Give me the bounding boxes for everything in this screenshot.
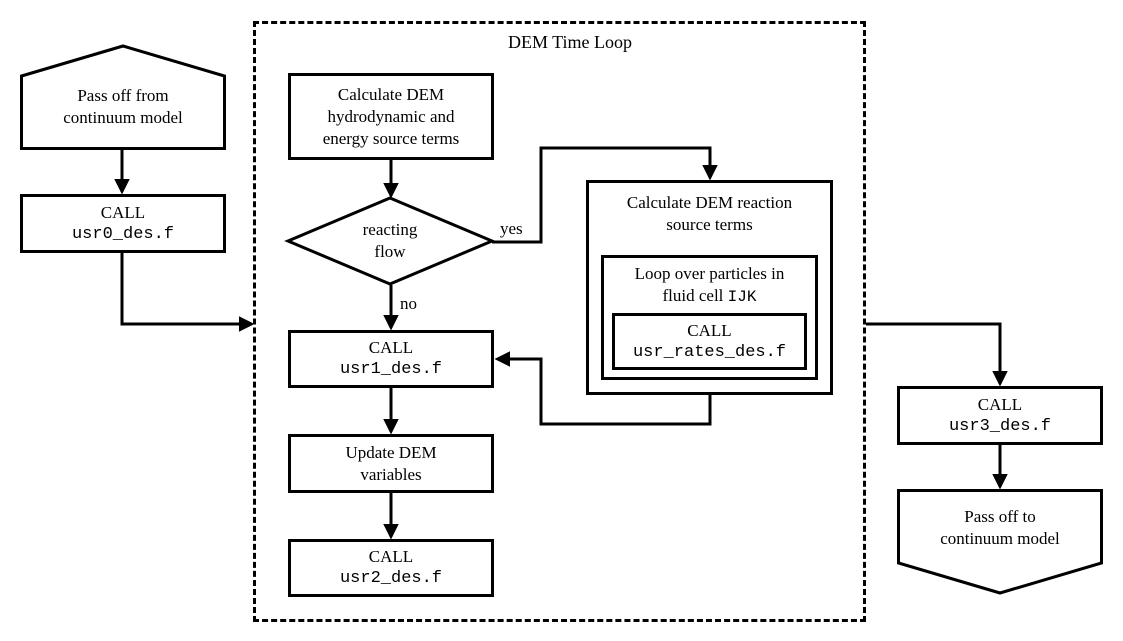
node-calc-dem-sources-line2: hydrodynamic and xyxy=(327,106,455,126)
node-call-usr1-line2: usr1_des.f xyxy=(339,360,443,379)
edge-label-yes: yes xyxy=(500,219,523,238)
node-update-dem-line2: variables xyxy=(360,464,422,484)
node-pass-off-to: Pass off to continuum model xyxy=(897,489,1103,567)
edge-loop-to-usr3 xyxy=(866,322,1008,387)
node-call-usr0-line2: usr0_des.f xyxy=(71,224,175,244)
node-calc-reaction-sources-line2: source terms xyxy=(666,215,753,234)
node-call-usr2: CALL usr2_des.f xyxy=(288,539,494,597)
edge-label-no: no xyxy=(400,294,417,313)
node-reacting-flow-line2: flow xyxy=(374,242,406,261)
node-call-usr1-line1: CALL xyxy=(368,338,414,357)
node-reacting-flow: reacting flow xyxy=(286,196,494,286)
node-pass-off-from-shape xyxy=(20,44,226,150)
node-pass-off-from-line1: Pass off from xyxy=(77,86,169,105)
edge-usr0-to-loop xyxy=(120,253,255,332)
node-pass-off-to-line1: Pass off to xyxy=(964,507,1036,526)
node-loop-over-particles-line2-prefix: fluid cell xyxy=(662,286,728,305)
node-calc-dem-sources-line1: Calculate DEM xyxy=(337,84,445,104)
node-reacting-flow-shape xyxy=(284,196,496,286)
node-reacting-flow-line1: reacting xyxy=(362,220,418,239)
dem-time-loop-region xyxy=(253,21,866,622)
node-call-usr-rates-line1: CALL xyxy=(687,320,732,340)
node-call-usr3-line2: usr3_des.f xyxy=(948,416,1052,436)
node-call-usr3-line1: CALL xyxy=(977,394,1023,414)
dem-time-loop-title: DEM Time Loop xyxy=(507,32,633,52)
node-call-usr2-line1: CALL xyxy=(368,547,414,566)
node-call-usr0-line1: CALL xyxy=(100,202,146,222)
node-pass-off-from: Pass off from continuum model xyxy=(20,64,226,150)
node-call-usr3: CALL usr3_des.f xyxy=(897,386,1103,445)
node-calc-dem-sources-line3: energy source terms xyxy=(322,128,460,148)
node-calc-dem-sources: Calculate DEM hydrodynamic and energy so… xyxy=(288,73,494,160)
node-call-usr1: CALL usr1_des.f xyxy=(288,330,494,388)
node-pass-off-to-line2: continuum model xyxy=(940,529,1060,548)
node-loop-over-particles-ijk-token: IJK xyxy=(727,288,757,306)
node-update-dem-line1: Update DEM xyxy=(345,442,437,462)
node-loop-over-particles-line1: Loop over particles in xyxy=(634,264,785,283)
node-call-usr2-line2: usr2_des.f xyxy=(339,569,443,588)
node-update-dem: Update DEM variables xyxy=(288,434,494,493)
node-pass-off-to-shape xyxy=(897,489,1103,595)
node-call-usr-rates: CALL usr_rates_des.f xyxy=(612,313,807,370)
node-call-usr-rates-line2: usr_rates_des.f xyxy=(632,342,787,362)
node-loop-over-particles-line2: fluid cell IJK xyxy=(663,285,757,308)
node-call-usr0: CALL usr0_des.f xyxy=(20,194,226,253)
node-calc-reaction-sources-line1: Calculate DEM reaction xyxy=(626,193,793,212)
node-pass-off-from-line2: continuum model xyxy=(63,108,183,127)
